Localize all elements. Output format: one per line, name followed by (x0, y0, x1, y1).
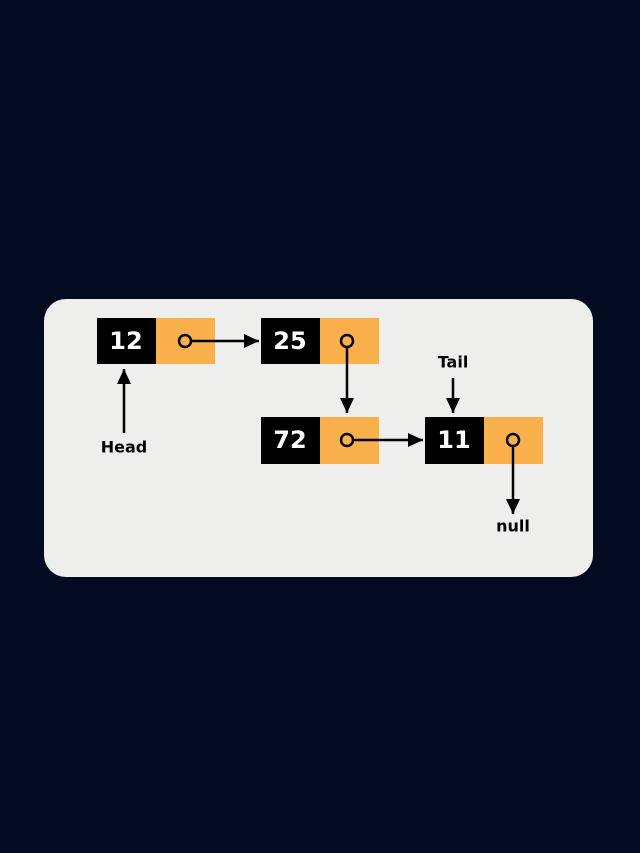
node-2-data-cell (261, 318, 320, 364)
node-1-data-cell (97, 318, 156, 364)
node-1: 12 (97, 318, 215, 364)
node-4-value: 11 (437, 426, 470, 454)
pointer-dot-icon (339, 333, 355, 349)
null-label: null (496, 517, 530, 536)
tail-label: Tail (438, 353, 469, 372)
node-3-data-cell (261, 417, 320, 464)
pointer-dot-icon (177, 333, 193, 349)
node-4: 11 (425, 417, 543, 464)
node-2-value: 25 (273, 327, 306, 355)
node-1-value: 12 (109, 327, 142, 355)
head-label: Head (101, 438, 148, 457)
pointer-dot-icon (505, 432, 521, 448)
node-4-data-cell (425, 417, 484, 464)
node-2: 25 (261, 318, 379, 364)
node-3: 72 (261, 417, 379, 464)
pointer-dot-icon (339, 432, 355, 448)
node-3-value: 72 (273, 426, 306, 454)
node-2-pointer-cell (320, 318, 379, 364)
